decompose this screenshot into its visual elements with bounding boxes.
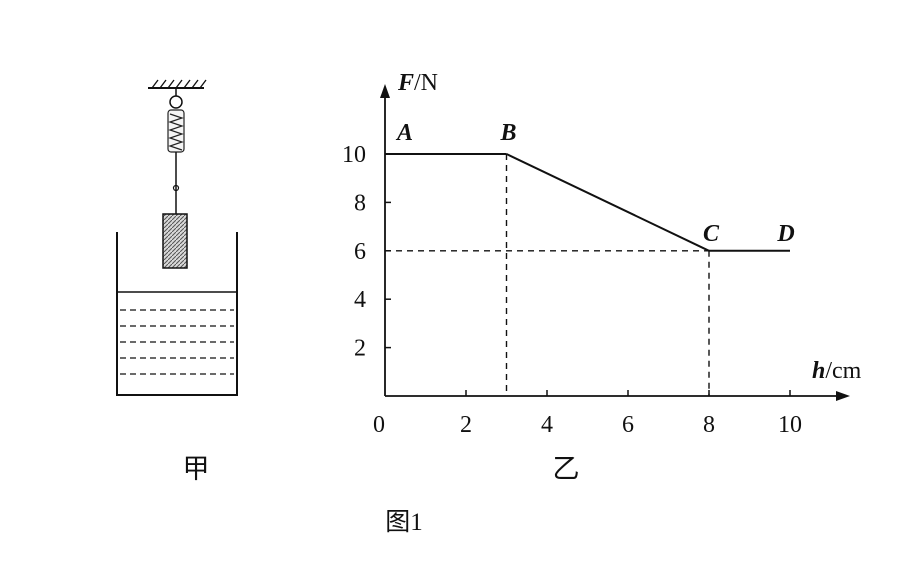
x-axis-label: h/cm	[812, 358, 862, 384]
graph-caption: 乙	[553, 454, 580, 484]
axis-ticks: 2 4 6 8 10 2 4 6 8 10	[342, 142, 802, 438]
cylinder-block	[162, 213, 188, 269]
y-axis-label: F/N	[397, 70, 438, 96]
force-depth-graph: F/N h/cm 0 2 4 6 8 10 2 4 6 8 10 A B C D 乙	[342, 70, 862, 484]
y-tick-label: 8	[354, 190, 366, 216]
figure-caption: 图1	[385, 509, 423, 536]
y-tick-label: 10	[342, 142, 366, 168]
y-axis-arrow	[380, 84, 390, 98]
x-tick-label: 6	[622, 412, 634, 438]
hook-loop	[172, 184, 180, 192]
origin-label: 0	[373, 412, 385, 438]
point-label-b: B	[499, 120, 516, 146]
ceiling-hatching	[151, 79, 207, 89]
point-label-d: D	[776, 221, 794, 247]
dashed-guides	[385, 154, 710, 396]
spring-coil	[168, 113, 184, 151]
y-tick-label: 2	[354, 336, 366, 362]
y-tick-label: 4	[354, 287, 366, 313]
apparatus-diagram: 甲	[116, 79, 238, 484]
apparatus-caption: 甲	[183, 454, 210, 484]
x-tick-label: 2	[460, 412, 472, 438]
scale-ring	[169, 95, 183, 109]
y-tick-label: 6	[354, 239, 366, 265]
x-tick-label: 10	[778, 412, 802, 438]
segment-bc	[506, 153, 710, 252]
x-tick-label: 8	[703, 412, 715, 438]
point-label-c: C	[703, 221, 720, 247]
x-tick-label: 4	[541, 412, 553, 438]
water-dash-lines	[120, 309, 234, 375]
x-axis-arrow	[836, 391, 850, 401]
point-label-a: A	[395, 120, 413, 146]
beaker	[116, 232, 238, 396]
force-series	[385, 153, 790, 252]
point-labels: A B C D	[395, 120, 795, 247]
